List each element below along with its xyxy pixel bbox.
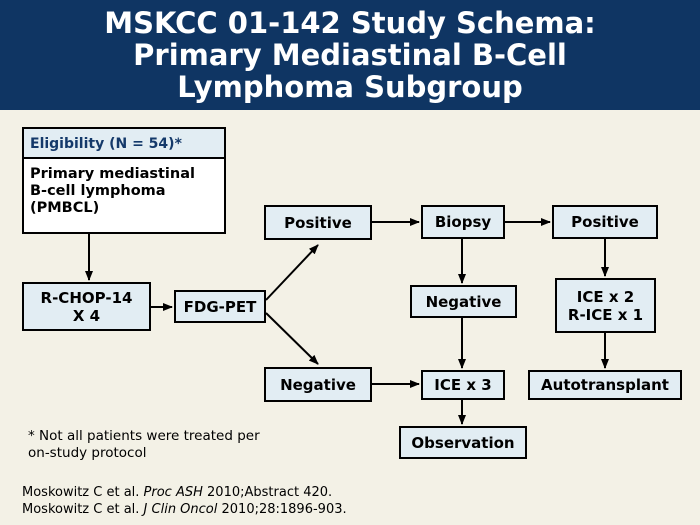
eligibility-body: Primary mediastinal B-cell lymphoma (PMB… [24,159,224,217]
footnote-line-2: on-study protocol [28,445,147,461]
references: Moskowitz C et al. Proc ASH 2010;Abstrac… [22,484,347,518]
reference-2-journal: J Clin Oncol [143,502,218,517]
footnote-line-1: * Not all patients were treated per [28,428,260,444]
ice-rice-box: ICE x 2 R-ICE x 1 [555,278,656,333]
positive-biopsy-label: Positive [571,213,639,231]
reference-2: Moskowitz C et al. J Clin Oncol 2010;28:… [22,501,347,518]
fdgpet-box: FDG-PET [174,290,266,323]
reference-1-detail: 2010;Abstract 420. [202,485,333,500]
ice3-box: ICE x 3 [421,370,505,400]
biopsy-label: Biopsy [434,213,492,231]
eligibility-header: Eligibility (N = 54)* [24,129,224,159]
slide-title-line-2: Primary Mediastinal B-Cell [133,38,567,72]
autotransplant-label: Autotransplant [541,376,669,394]
observation-label: Observation [411,433,515,452]
reference-1-journal: Proc ASH [143,485,203,500]
eligibility-line-2: B-cell lymphoma [30,183,166,199]
ice-line-1: ICE x 2 [576,287,635,306]
reference-2-detail: 2010;28:1896-903. [217,502,347,517]
negative-biopsy-box: Negative [410,285,517,318]
rchop-line-2: X 4 [72,306,101,325]
negative-pet-label: Negative [280,375,356,394]
rchop-line-1: R-CHOP-14 [40,288,133,307]
observation-box: Observation [399,426,527,459]
autotransplant-box: Autotransplant [528,370,682,400]
title-band: MSKCC 01-142 Study Schema: Primary Media… [0,0,700,110]
slide-title-line-3: Lymphoma Subgroup [177,70,523,104]
eligibility-line-3: (PMBCL) [30,200,100,216]
eligibility-box: Eligibility (N = 54)* Primary mediastina… [22,127,226,234]
reference-1: Moskowitz C et al. Proc ASH 2010;Abstrac… [22,484,347,501]
arrow-fdgpet-to-negative [265,312,319,365]
positive-pet-box: Positive [264,205,372,240]
ice3-label: ICE x 3 [434,376,492,394]
negative-biopsy-label: Negative [425,292,502,311]
fdgpet-label: FDG-PET [183,297,257,316]
footnote: * Not all patients were treated per on-s… [28,428,260,462]
arrow-fdgpet-to-positive [265,244,319,301]
positive-pet-label: Positive [284,213,352,232]
negative-pet-box: Negative [264,367,372,402]
ice-line-2: R-ICE x 1 [567,305,644,324]
positive-biopsy-box: Positive [552,205,658,239]
reference-2-authors: Moskowitz C et al. [22,502,144,517]
eligibility-line-1: Primary mediastinal [30,166,195,182]
biopsy-box: Biopsy [421,205,505,239]
rchop-box: R-CHOP-14 X 4 [22,282,151,331]
slide-title-line-1: MSKCC 01-142 Study Schema: [104,6,596,40]
reference-1-authors: Moskowitz C et al. [22,485,144,500]
